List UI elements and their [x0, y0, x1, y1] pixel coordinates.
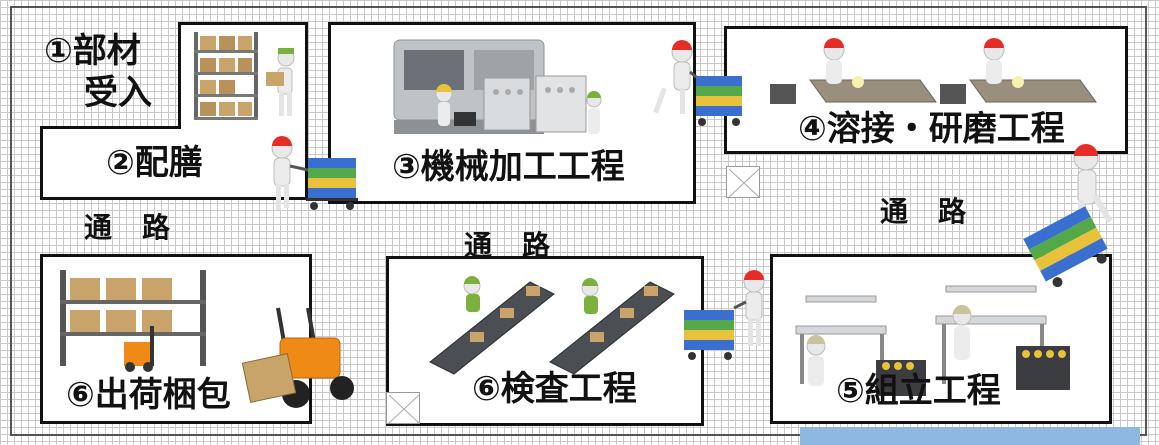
assembly-workbench-illustration — [795, 285, 1070, 396]
worker-carrying-box-icon — [266, 48, 295, 116]
shelf-illustration — [194, 32, 258, 120]
aisle-label-right: 通路 — [880, 195, 997, 228]
zone-label-welding: ④溶接・研磨工程 — [798, 109, 1065, 149]
zone-label-inspection: ⑥検査工程 — [472, 369, 637, 409]
zone-join — [181, 124, 305, 130]
zone-label-assembly: ⑤組立工程 — [836, 371, 1001, 411]
bottom-strip — [800, 427, 1140, 445]
welding-illustration — [770, 38, 1097, 104]
worker-pushing-cart-icon — [1023, 144, 1113, 288]
machine-tool-illustration — [393, 39, 602, 134]
zone-label-receiving: ①部材 — [44, 31, 141, 71]
worker-pushing-cart-icon — [653, 40, 742, 126]
zone-label-machining: ③機械加工工程 — [392, 147, 625, 187]
conveyor-inspection-illustration — [429, 276, 675, 375]
empty-slot-mark — [726, 166, 760, 198]
forklift-icon — [241, 307, 354, 408]
worker-pushing-cart-icon — [684, 270, 765, 360]
zone-label-receiving-sub: 受入 — [84, 73, 152, 113]
empty-slot-mark — [386, 392, 420, 424]
aisle-label-left: 通路 — [84, 211, 201, 244]
zone-distribution — [40, 126, 308, 200]
warehouse-rack-illustration — [60, 270, 206, 372]
aisle-label-center: 通路 — [464, 229, 581, 262]
floor-outline — [10, 6, 1147, 436]
zone-label-distribution: ②配膳 — [106, 143, 203, 183]
worker-pushing-cart-icon — [271, 136, 358, 210]
zone-label-shipping: ⑥出荷梱包 — [66, 375, 231, 415]
